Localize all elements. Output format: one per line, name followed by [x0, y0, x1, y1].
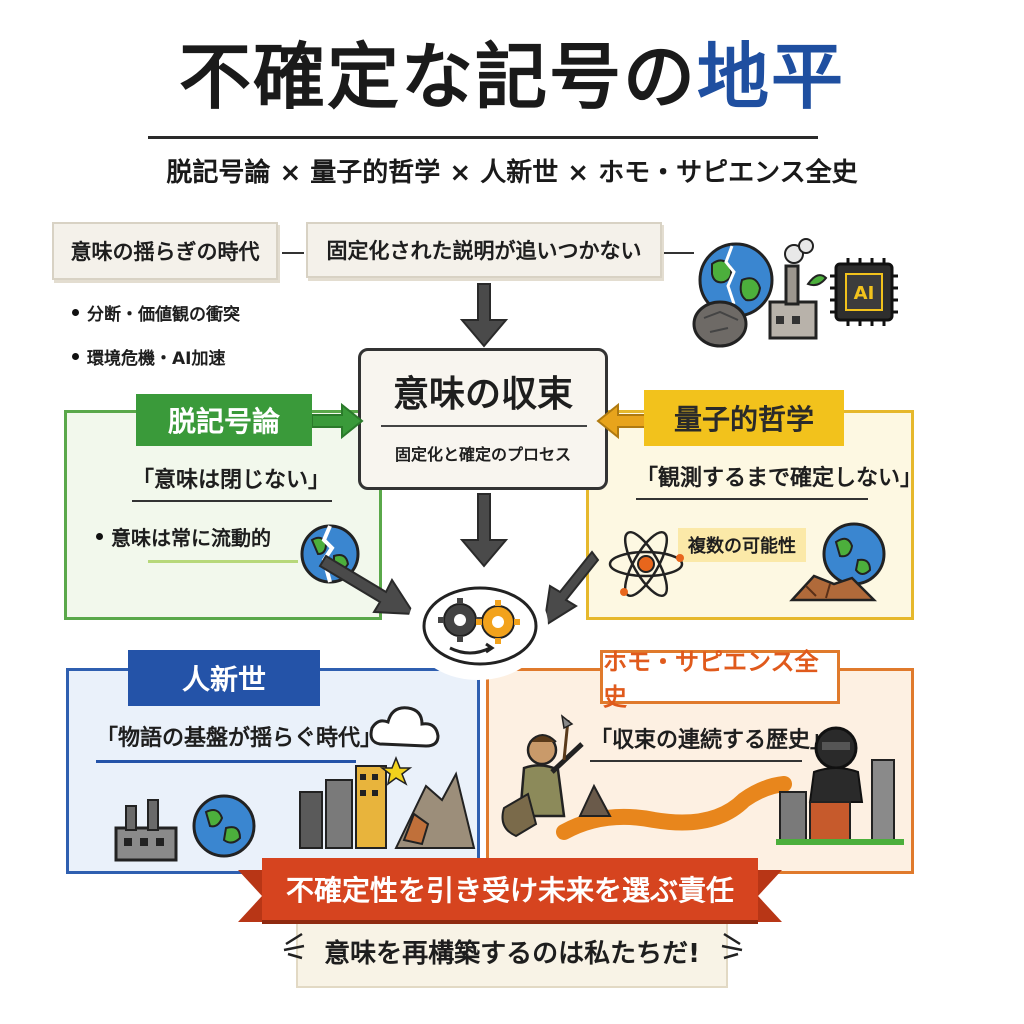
cloud-icon	[369, 706, 440, 748]
factory-icon	[768, 238, 828, 340]
path-road-icon	[556, 776, 792, 840]
arrow-down-top	[459, 283, 509, 348]
center-divider	[381, 425, 587, 427]
footer-banner-text: 不確定性を引き受け未来を選ぶ責任	[285, 874, 734, 907]
ai-chip-text: AI	[854, 283, 875, 304]
atom-icon	[608, 531, 684, 597]
quote-anthropocene: 「物語の基盤が揺らぐ時代」	[96, 726, 383, 751]
era-label-box: 意味の揺らぎの時代	[52, 222, 278, 280]
footer-banner: 不確定性を引き受け未来を選ぶ責任	[262, 858, 758, 920]
accent-lines-left	[283, 932, 305, 960]
top-bullet-text-1: 分断・価値観の衝突	[87, 305, 240, 325]
accent-lines-right	[721, 932, 743, 960]
center-subtitle: 固定化と確定のプロセス	[394, 445, 571, 464]
arrow-right-green	[311, 402, 364, 440]
quote-quantum-philosophy: 「観測するまで確定しない」	[636, 466, 923, 491]
arrow-diag-right	[542, 550, 600, 628]
post-semiotics-bullet: 意味は常に流動的	[96, 522, 271, 551]
page-title: 不確定な記号の地平	[0, 18, 1024, 123]
ribbon-tail-right	[758, 870, 782, 922]
center-title: 意味の収束	[392, 374, 573, 415]
title-main: 不確定な記号の	[178, 35, 697, 119]
label-sapiens: ホモ・サピエンス全史	[600, 648, 840, 711]
label-quantum-philosophy: 量子的哲学	[644, 390, 844, 446]
bullet-dot	[72, 353, 79, 360]
title-highlight: 地平	[697, 35, 846, 119]
era-label: 意味の揺らぎの時代	[70, 240, 260, 264]
rock-icon	[692, 300, 748, 348]
explanation-label: 固定化された説明が追いつかない	[326, 239, 642, 263]
bullet-dot	[96, 533, 103, 540]
arrow-left-yellow	[596, 402, 649, 440]
era-connector	[282, 252, 304, 254]
arrow-down-center	[459, 493, 509, 568]
top-bullet-1: 分断・価値観の衝突	[72, 300, 240, 325]
top-bullet-2: 環境危機・AI加速	[72, 344, 225, 369]
explanation-box: 固定化された説明が追いつかない	[306, 222, 662, 278]
quote-sapiens: 「収束の連続する歴史」	[590, 728, 833, 753]
tagline-box: 意味を再構築するのは私たちだ!	[296, 916, 728, 988]
quote-post-semiotics: 「意味は閉じない」	[132, 468, 331, 493]
top-illustration: AI	[692, 238, 898, 348]
title-divider	[148, 136, 818, 139]
earth-rocks-icon	[789, 522, 886, 602]
label-anthropocene: 人新世	[128, 650, 320, 706]
quote-underline-orange	[590, 760, 802, 762]
label-anthropocene-text: 人新世	[181, 663, 266, 696]
ai-chip-icon: AI	[830, 258, 898, 326]
center-box: 意味の収束 固定化と確定のプロセス	[358, 348, 608, 490]
page-subtitle: 脱記号論 × 量子的哲学 × 人新世 × ホモ・サピエンス全史	[166, 158, 858, 188]
tagline-text: 意味を再構築するのは私たちだ!	[324, 938, 700, 969]
ribbon-tail-left	[238, 870, 262, 922]
explanation-connector	[664, 252, 694, 254]
label-post-semiotics: 脱記号論	[136, 394, 312, 446]
quote-underline-blue	[96, 760, 356, 763]
arrow-diag-left	[318, 554, 416, 616]
label-sapiens-text: ホモ・サピエンス全史	[603, 648, 819, 711]
label-post-semiotics-text: 脱記号論	[167, 405, 280, 438]
city-mountain-icon	[299, 755, 476, 849]
quote-underline-green	[132, 500, 332, 502]
quantum-tag: 複数の可能性	[678, 528, 806, 562]
bullet-underline-green	[148, 560, 298, 563]
factory-earth-icon	[114, 794, 256, 862]
gears-icon	[422, 586, 538, 666]
bullet-dot	[72, 309, 79, 316]
label-quantum-philosophy-text: 量子的哲学	[673, 403, 814, 436]
quote-underline-yellow	[636, 498, 868, 500]
human-icon	[501, 714, 584, 838]
robot-city-icon	[776, 726, 904, 845]
top-bullet-text-2: 環境危機・AI加速	[87, 349, 226, 369]
post-semiotics-bullet-text: 意味は常に流動的	[111, 526, 271, 550]
